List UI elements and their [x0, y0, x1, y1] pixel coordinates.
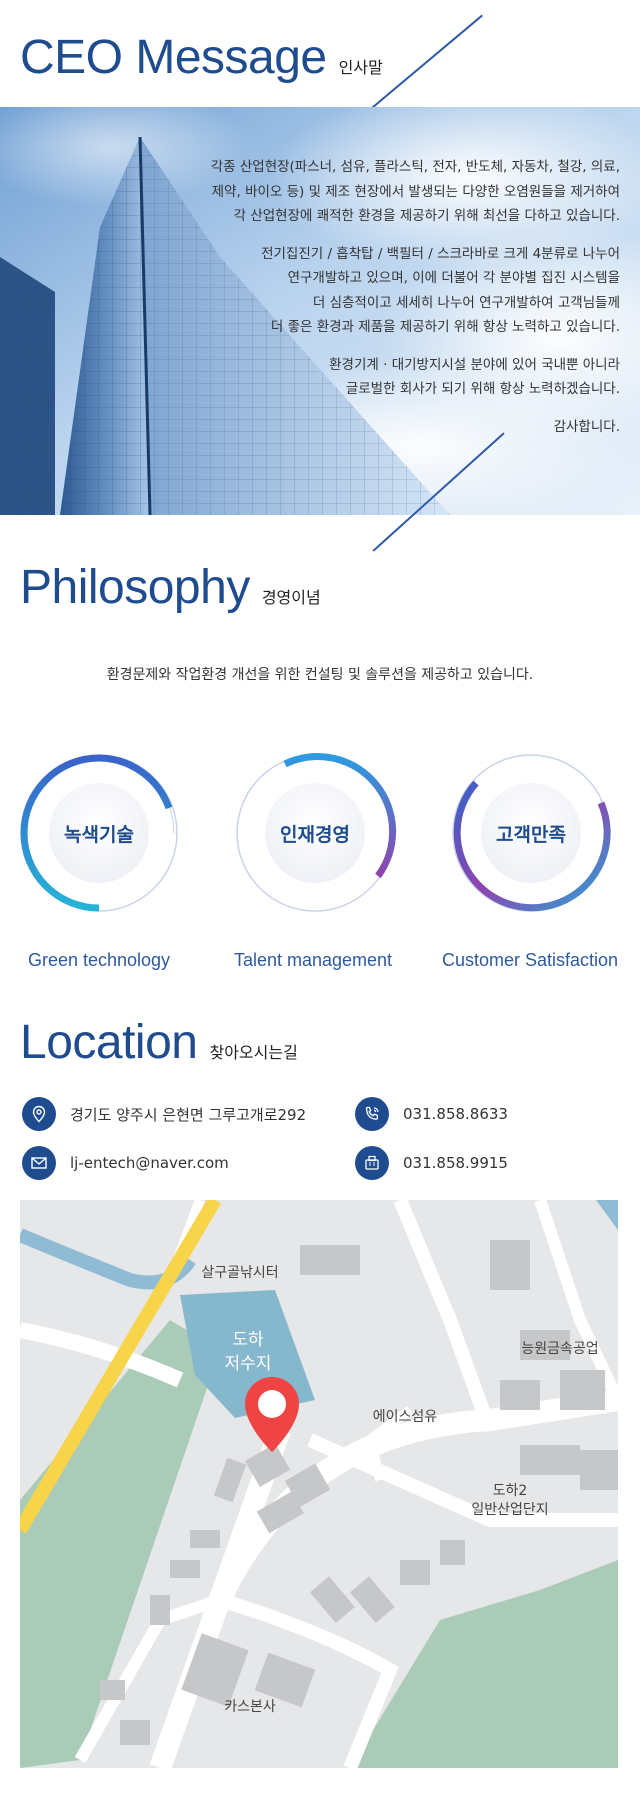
ceo-line: 제약, 바이오 등) 및 제조 현장에서 발생되는 다양한 오염원들을 제거하여	[211, 183, 620, 200]
philosophy-section-title: Philosophy 경영이념	[20, 560, 321, 615]
philosophy-label: 고객만족	[496, 823, 566, 846]
ceo-line: 각종 산업현장(파스너, 섬유, 플라스틱, 전자, 반도체, 자동차, 철강,…	[210, 159, 620, 175]
contact-email: lj-entech@naver.com	[22, 1146, 229, 1180]
location-title-en: Location	[20, 1016, 198, 1069]
ceo-line: 감사합니다.	[553, 418, 620, 435]
map-pin-icon	[22, 1097, 56, 1131]
ceo-section-title: CEO Message 인사말	[20, 30, 383, 85]
ring-graphic	[452, 754, 611, 912]
ceo-banner: 각종 산업현장(파스너, 섬유, 플라스틱, 전자, 반도체, 자동차, 철강,…	[0, 107, 640, 515]
ceo-line: 전기집진기 / 흡착탑 / 백필터 / 스크라바로 크게 4분류로 나누어	[261, 245, 620, 262]
ceo-line: 글로벌한 회사가 되기 위해 항상 노력하겠습니다.	[345, 381, 620, 397]
phone-text[interactable]: 031.858.8633	[403, 1105, 508, 1123]
philosophy-caption: Talent management	[233, 950, 393, 970]
philosophy-circle-talent: 인재경영	[230, 748, 400, 918]
map-label-neungwon: 능원금속공업	[521, 1341, 599, 1357]
email-text[interactable]: lj-entech@naver.com	[70, 1154, 229, 1172]
map-label-kas: 카스본사	[224, 1699, 276, 1715]
building-sky-image	[0, 107, 640, 515]
ceo-line: 연구개발하고 있으며, 이에 더불어 각 분야별 집진 시스템을	[287, 270, 620, 286]
ceo-title-ko: 인사말	[338, 58, 383, 77]
philosophy-circle-green: 녹색기술	[14, 748, 184, 918]
map-graphic	[20, 1200, 618, 1768]
philosophy-label: 인재경영	[280, 823, 350, 846]
ring-graphic	[20, 754, 178, 912]
ceo-line: 더 좋은 환경과 제품을 제공하기 위해 항상 노력하고 있습니다.	[270, 319, 620, 335]
philosophy-label: 녹색기술	[64, 823, 134, 846]
location-section-title: Location 찾아오시는길	[20, 1015, 298, 1070]
philosophy-intro: 환경문제와 작업환경 개선을 위한 컨설팅 및 솔루션을 제공하고 있습니다.	[106, 667, 534, 683]
map-label-industrial: 도하2 일반산업단지	[471, 1483, 549, 1518]
map-label-ace: 에이스섬유	[372, 1409, 438, 1425]
fax-icon	[355, 1146, 389, 1180]
mail-icon	[22, 1146, 56, 1180]
ceo-line: 더 심층적이고 세세히 나누어 연구개발하여 고객님들께	[312, 294, 620, 311]
ring-graphic	[236, 753, 397, 912]
location-title-ko: 찾아오시는길	[209, 1043, 298, 1062]
philosophy-title-en: Philosophy	[20, 561, 250, 614]
contact-phone: 031.858.8633	[355, 1097, 508, 1131]
phone-icon	[355, 1097, 389, 1131]
contact-address: 경기도 양주시 은현면 그루고개로292	[22, 1097, 306, 1131]
address-text: 경기도 양주시 은현면 그루고개로292	[70, 1105, 307, 1124]
fax-text: 031.858.9915	[403, 1154, 508, 1172]
ceo-title-en: CEO Message	[20, 31, 327, 84]
map-label-reservoir: 도하 저수지	[224, 1330, 272, 1374]
philosophy-title-ko: 경영이념	[261, 588, 321, 607]
contact-fax: 031.858.9915	[355, 1146, 508, 1180]
philosophy-caption: Green technology	[27, 950, 171, 970]
map-label-fishing: 살구골낚시터	[201, 1265, 279, 1281]
ceo-message-text: 각종 산업현장(파스너, 섬유, 플라스틱, 전자, 반도체, 자동차, 철강,…	[150, 155, 620, 452]
ceo-line: 각 산업현장에 쾌적한 환경을 제공하기 위해 최선을 다하고 있습니다.	[233, 208, 620, 224]
philosophy-circle-customer: 고객만족	[446, 748, 616, 918]
philosophy-caption: Customer Satisfaction	[441, 950, 619, 970]
location-map[interactable]: 살구골낚시터 도하 저수지 능원금속공업 에이스섬유 도하2 일반산업단지 카스…	[20, 1200, 618, 1768]
ceo-line: 환경기계 · 대기방지시설 분야에 있어 국내뿐 아니라	[329, 356, 620, 373]
